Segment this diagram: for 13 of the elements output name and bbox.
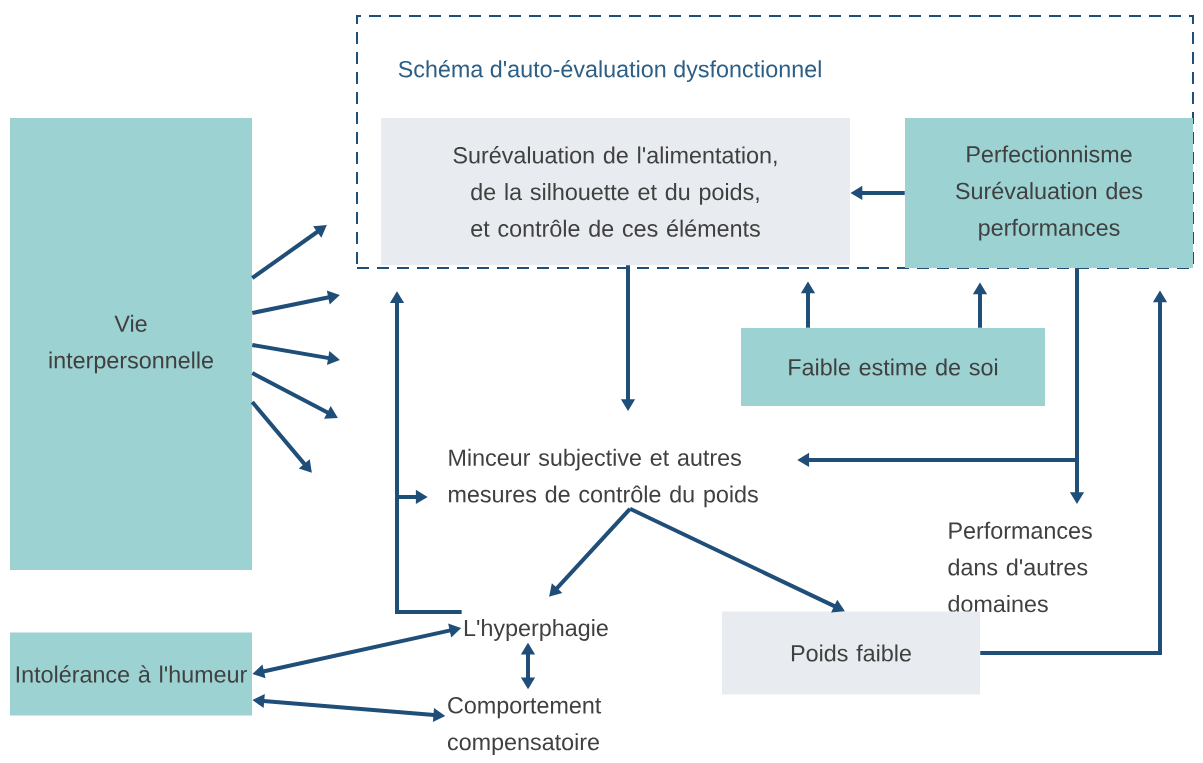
arrow (250, 400, 312, 473)
process-box: Faible estime de soi (741, 328, 1045, 406)
factor-box: Vie interpersonnelle (10, 118, 252, 570)
node-text: Minceur subjective et autres mesures de contrôle du poids (449, 448, 758, 508)
arrow (549, 507, 632, 597)
node-text: L'hyperphagie (464, 619, 608, 641)
process-box: Poids faible (722, 611, 980, 695)
node-text: Performances dans d'autres domaines (948, 521, 1092, 613)
node-text: Comportement compensatoire (448, 697, 602, 755)
process-box: Perfectionnisme Surévaluation des performances (905, 118, 1193, 268)
process-box: Surévaluation de l'alimentation, de la silhouette et du poids, et contrôle de ces éléments (380, 118, 851, 265)
factor-box: Intolérance à l'humeur (10, 632, 252, 716)
arrow (395, 489, 462, 614)
